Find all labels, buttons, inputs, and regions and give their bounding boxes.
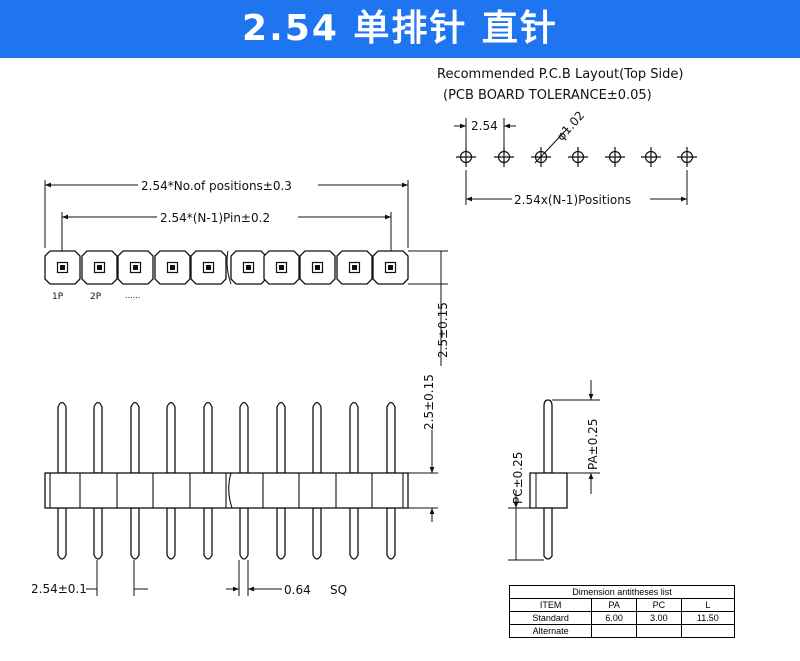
- side-view: [529, 399, 568, 560]
- table-row: Alternate: [508, 624, 736, 638]
- table-header-row: ITEM PA PC L: [508, 598, 736, 612]
- pin-upper: [166, 401, 176, 474]
- break-mark: [226, 250, 232, 285]
- table-header-cell: L: [680, 598, 736, 612]
- top-view-height-dimension: [408, 250, 448, 366]
- pin-lower: [57, 507, 67, 560]
- pa-label: PA±0.25: [586, 419, 600, 470]
- pin-square-inner: [170, 265, 175, 270]
- pin-upper: [57, 401, 67, 474]
- pcb-layout-title: Recommended P.C.B Layout(Top Side): [437, 67, 683, 82]
- table-cell: 6.00: [591, 611, 638, 625]
- pc-label: PC±0.25: [511, 452, 525, 504]
- pa-dimension: [552, 380, 600, 494]
- pin-upper: [276, 401, 286, 474]
- pc-dimension: [508, 490, 544, 561]
- pin-lower: [386, 507, 396, 560]
- table-cell: 11.50: [680, 611, 736, 625]
- front-view-pitch-dimension: [86, 560, 148, 596]
- pcb-span-label: 2.54x(N-1)Positions: [514, 193, 631, 207]
- table-cell: 3.00: [636, 611, 682, 625]
- pin-upper: [93, 401, 103, 474]
- pin-size-label: 0.64: [284, 583, 311, 597]
- pin-lower: [93, 507, 103, 560]
- pin-square-inner: [60, 265, 65, 270]
- pin-upper: [312, 401, 322, 474]
- break-mark: [228, 472, 233, 509]
- table-cell: Standard: [508, 611, 593, 625]
- top-view-housing: [44, 250, 409, 285]
- table-header-cell: ITEM: [508, 598, 593, 612]
- dimension-table: Dimension antitheses list ITEM PA PC L S…: [508, 585, 736, 638]
- pin-square-inner: [97, 265, 102, 270]
- pin-square-inner: [246, 265, 251, 270]
- pin-upper: [349, 401, 359, 474]
- pcb-tolerance-note: (PCB BOARD TOLERANCE±0.05): [443, 88, 652, 103]
- pin-square-inner: [388, 265, 393, 270]
- table-cell: [680, 624, 736, 638]
- pcb-pitch-dimension: [454, 118, 516, 148]
- table-row: Standard 6.00 3.00 11.50: [508, 611, 736, 625]
- header-banner: 2.54 单排针 直针: [0, 0, 800, 58]
- pin-lower: [166, 507, 176, 560]
- pin-square-inner: [133, 265, 138, 270]
- table-cell: Alternate: [508, 624, 593, 638]
- housing-dividers: [49, 472, 404, 509]
- top-view-overall-dimension: [44, 180, 409, 248]
- table-header-cell: PA: [591, 598, 638, 612]
- pin2-label: 2P: [90, 292, 102, 302]
- pitch-tolerance-label: 2.54±0.1: [31, 582, 87, 596]
- pin-lower: [130, 507, 140, 560]
- pin-square-inner: [315, 265, 320, 270]
- front-view-pins: [57, 401, 396, 560]
- pin-square-inner: [279, 265, 284, 270]
- top-view-pin-span-dimension: [61, 212, 392, 252]
- pin-span-label: 2.54*(N-1)Pin±0.2: [160, 211, 270, 225]
- table-header-cell: PC: [636, 598, 682, 612]
- pcb-pitch-label: 2.54: [471, 119, 498, 133]
- hole-diameter-leader: [534, 127, 569, 164]
- pin-upper: [203, 401, 213, 474]
- front-view-housing: [44, 472, 409, 509]
- continuation-dots: ......: [125, 291, 140, 300]
- dimension-table-caption: Dimension antitheses list: [509, 585, 735, 599]
- pin-square-inner: [352, 265, 357, 270]
- pin-upper: [239, 401, 249, 474]
- table-cell: [591, 624, 638, 638]
- page-title: 2.54 单排针 直针: [242, 8, 558, 49]
- pin-upper: [386, 401, 396, 474]
- pin-lower: [203, 507, 213, 560]
- overall-length-label: 2.54*No.of positions±0.3: [141, 179, 292, 193]
- pcb-span-dimension: [465, 170, 688, 205]
- hole-diameter-label: φ1.02: [554, 108, 588, 143]
- top-view-height-label: 2.5±0.15: [436, 302, 450, 358]
- pin1-label: 1P: [52, 292, 64, 302]
- pin-size-suffix: SQ: [330, 583, 347, 597]
- front-view-height-dimension: [408, 430, 438, 522]
- table-cell: [636, 624, 682, 638]
- front-view-height-label: 2.5±0.15: [422, 374, 436, 430]
- pin-lower: [276, 507, 286, 560]
- pcb-hole-row: [456, 147, 697, 167]
- pin-square-inner: [206, 265, 211, 270]
- pin-lower: [312, 507, 322, 560]
- pin-upper: [130, 401, 140, 474]
- pin-lower: [349, 507, 359, 560]
- pin-size-dimension: [226, 560, 282, 596]
- pin-lower: [239, 507, 249, 560]
